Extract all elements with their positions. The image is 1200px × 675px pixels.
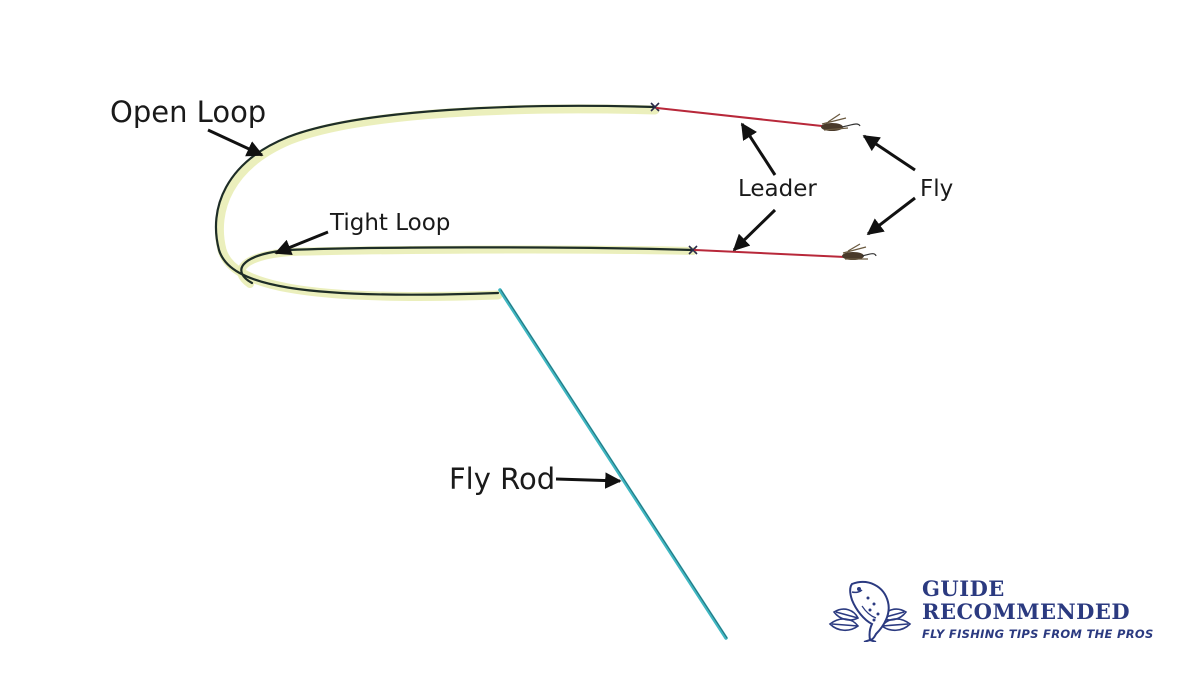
fly-line-open-loop xyxy=(214,104,657,296)
arrow-tight-loop xyxy=(274,230,329,256)
knot-upper xyxy=(650,102,660,112)
label-fly: Fly xyxy=(920,176,954,202)
label-fly-rod: Fly Rod xyxy=(449,462,556,496)
fly-rod-edge xyxy=(500,289,728,639)
trout-logo-icon xyxy=(828,581,912,642)
fly-line-highlight xyxy=(214,104,660,302)
logo-wordmark-recommended: RECOMMENDED xyxy=(922,599,1131,624)
arrow-open-loop xyxy=(207,128,264,157)
label-open-loop: Open Loop xyxy=(110,95,267,129)
arrow-fly-lower xyxy=(866,196,916,236)
logo-tagline: FLY FISHING TIPS FROM THE PROS xyxy=(922,627,1154,641)
fly-upper-icon xyxy=(821,113,861,131)
arrow-fly-upper xyxy=(862,134,916,172)
knot-lower xyxy=(688,245,698,255)
fly-lower-icon xyxy=(842,243,877,260)
label-tight-loop: Tight Loop xyxy=(330,210,451,236)
fly-rod xyxy=(498,288,728,640)
leader-lower xyxy=(694,249,846,258)
tight-loop-highlight xyxy=(237,245,697,288)
arrow-leader-lower xyxy=(732,208,777,252)
leader-upper xyxy=(656,107,823,127)
arrow-fly-rod xyxy=(555,472,622,489)
arrow-leader-upper xyxy=(740,122,777,176)
fly-line-tight-loop xyxy=(240,246,695,285)
label-leader: Leader xyxy=(738,176,817,202)
guide-recommended-logo: GUIDE RECOMMENDED FLY FISHING TIPS FROM … xyxy=(822,576,1154,646)
logo-wordmark-guide: GUIDE xyxy=(922,576,1005,601)
